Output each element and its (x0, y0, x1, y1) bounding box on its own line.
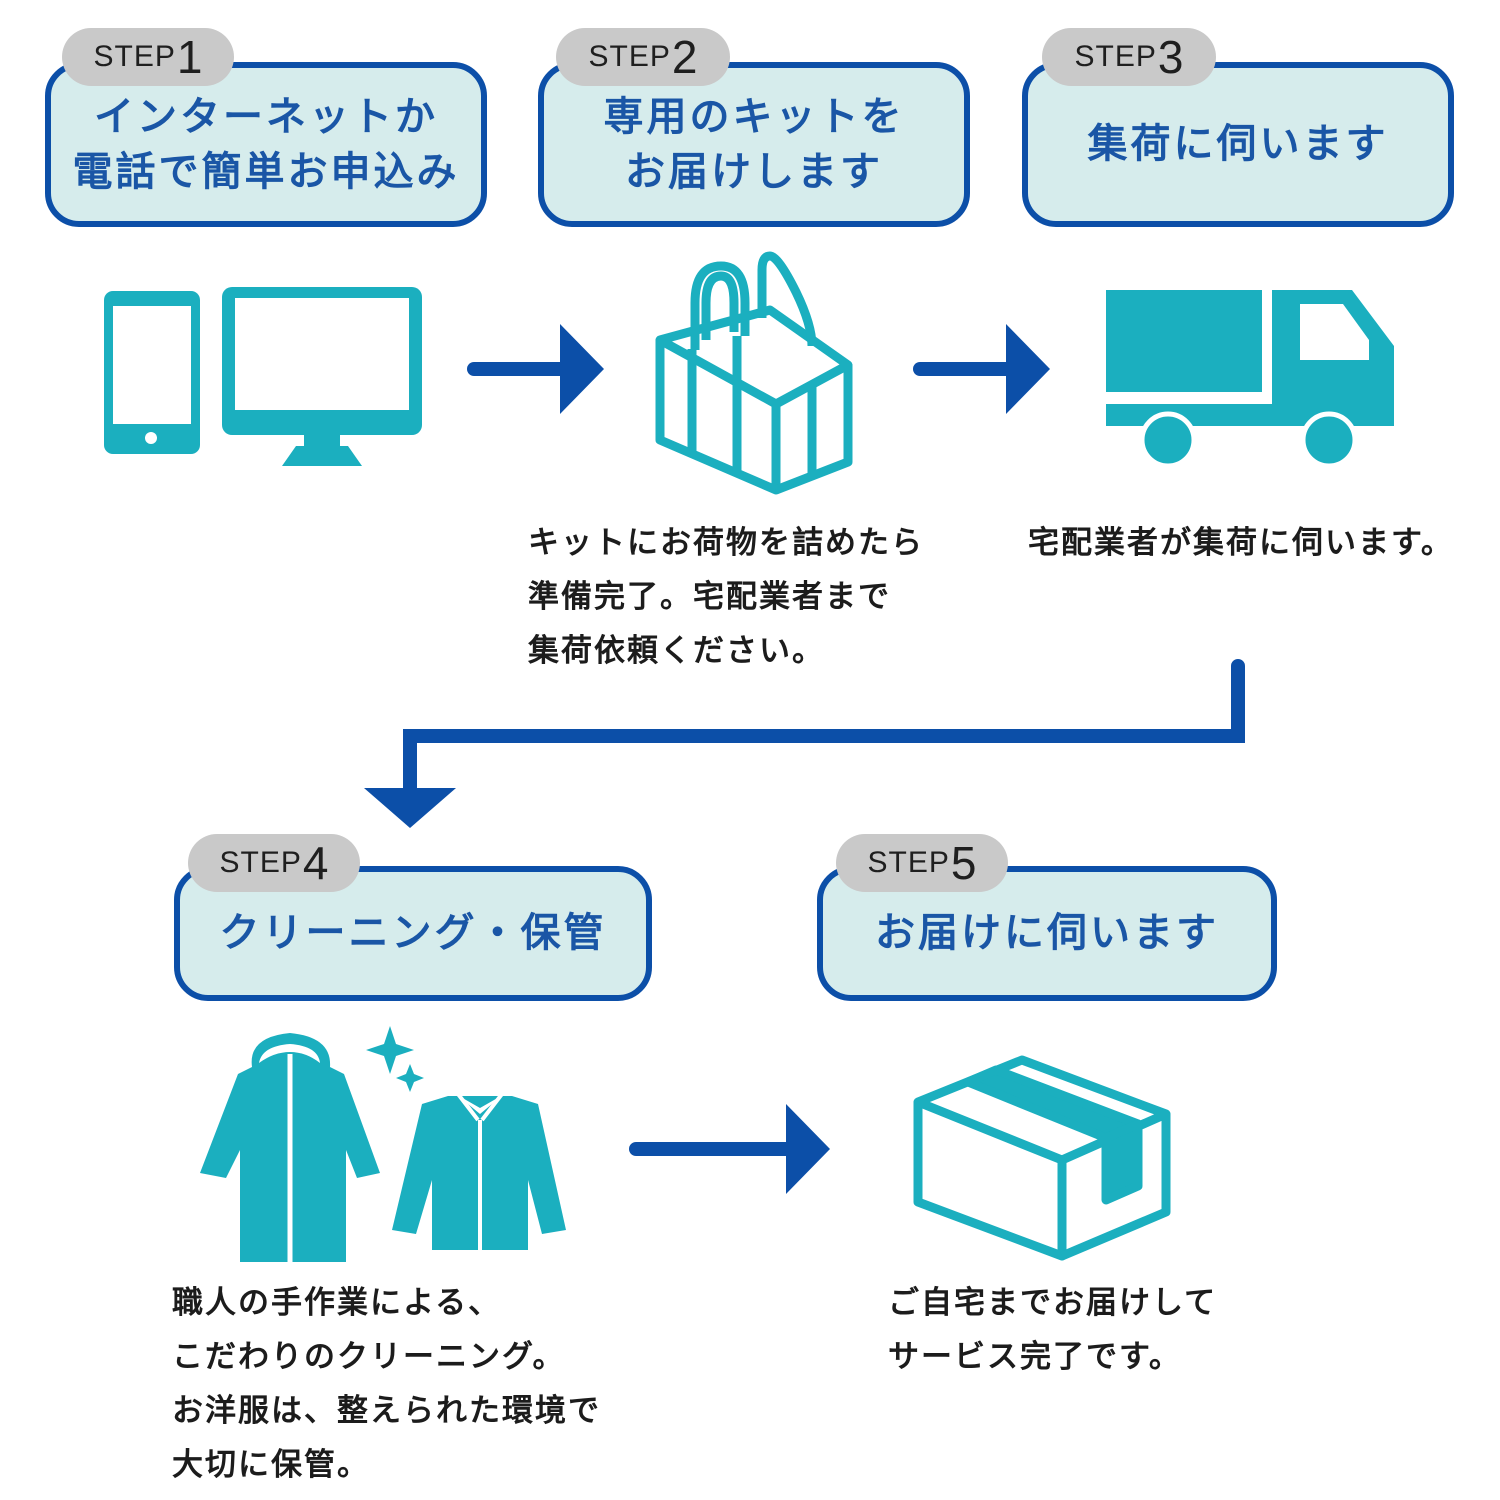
smartphone-icon (104, 291, 200, 454)
step-2-number: 2 (671, 31, 698, 83)
step-1-box: インターネットか 電話で簡単お申込み (45, 62, 487, 227)
arrow-step4-to-step5 (629, 1104, 830, 1194)
sparkle-icon (366, 1026, 424, 1092)
delivery-truck-icon (1106, 290, 1394, 469)
tote-bag-icon (655, 251, 853, 495)
arrow-step2-to-step3 (913, 324, 1050, 414)
step-5-number: 5 (950, 837, 977, 889)
shirt-icon (392, 1092, 566, 1250)
step-3-title-line-1: 集荷に伺います (1087, 121, 1389, 167)
step-5-desc-line-2: サービス完了です。 (888, 1339, 1182, 1375)
arrow-step3-to-step4 (364, 659, 1245, 828)
step-4-label: STEP (219, 846, 302, 879)
step-4-desc-line-4: 大切に保管。 (172, 1447, 370, 1483)
step-4-desc-line-1: 職人の手作業による、 (172, 1285, 502, 1321)
step-2-title-line-1: 専用のキットを (603, 93, 905, 140)
step-4-desc-line-2: こだわりのクリーニング。 (172, 1339, 566, 1375)
step-2-description: キットにお荷物を詰めたら 準備完了。宅配業者まで 集荷依頼ください。 (528, 516, 924, 678)
monitor-icon (222, 287, 422, 466)
step-2-label: STEP (588, 40, 671, 73)
step-3-label: STEP (1074, 40, 1157, 73)
step-4-box: クリーニング・保管 (174, 866, 652, 1001)
cardboard-box-icon (913, 1055, 1171, 1261)
step-3-description: 宅配業者が集荷に伺います。 (1028, 516, 1454, 570)
smartphone-and-monitor-icon (104, 287, 422, 466)
step-2-desc-line-1: キットにお荷物を詰めたら (528, 525, 924, 561)
step-3-number: 3 (1157, 31, 1184, 83)
step-4-number: 4 (302, 837, 329, 889)
step-4-desc-line-3: お洋服は、整えられた環境で (172, 1393, 601, 1429)
step-5-label: STEP (867, 846, 950, 879)
arrow-step1-to-step2 (467, 324, 604, 414)
step-4-title-line-1: クリーニング・保管 (219, 910, 607, 956)
step-2-title-line-2: お届けします (625, 148, 883, 195)
coat-and-shirt-icon (200, 1026, 566, 1262)
step-5-desc-line-1: ご自宅までお届けして (888, 1285, 1218, 1321)
step-1-title-line-1: インターネットか (94, 93, 438, 140)
step-2-desc-line-2: 準備完了。宅配業者まで (528, 579, 891, 615)
step-2-desc-line-3: 集荷依頼ください。 (528, 633, 825, 669)
step-1-number: 1 (176, 31, 203, 83)
step-3-box: 集荷に伺います (1022, 62, 1454, 227)
coat-icon (200, 1033, 380, 1262)
step-3-desc-line-1: 宅配業者が集荷に伺います。 (1028, 525, 1454, 561)
step-1-title-line-2: 電話で簡単お申込み (72, 148, 460, 195)
step-5-title-line-1: お届けに伺います (875, 910, 1219, 956)
step-5-description: ご自宅までお届けして サービス完了です。 (888, 1276, 1217, 1384)
step-4-description: 職人の手作業による、 こだわりのクリーニング。 お洋服は、整えられた環境で 大切… (172, 1276, 601, 1492)
step-1-label: STEP (93, 40, 176, 73)
step-2-box: 専用のキットを お届けします (538, 62, 970, 227)
